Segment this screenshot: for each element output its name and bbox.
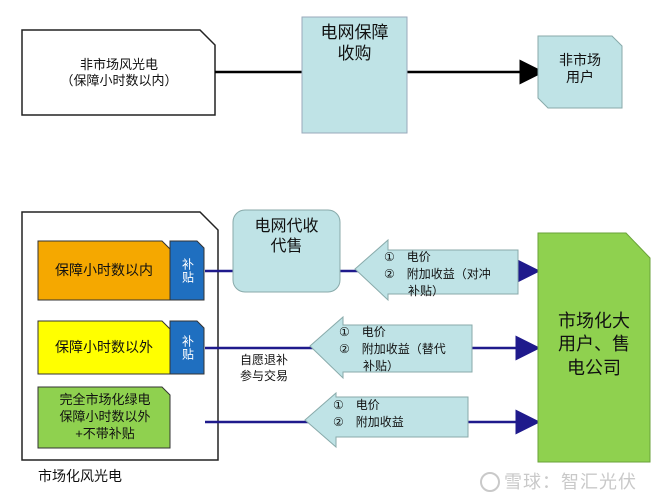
grid-agent-shape <box>232 209 341 293</box>
grid-agent-label: 电网代收 代售 <box>254 218 319 255</box>
source-box: 非市场风光电 （保障小时数以内） <box>24 48 214 98</box>
row2-subsidy-text: 补贴 <box>180 334 195 361</box>
row2-subsidy-label: 补贴 <box>170 323 204 372</box>
callout-1-item-2: ② 附加收益（对冲 <box>384 266 491 281</box>
row2-subsidy-shape <box>169 320 205 375</box>
grid-purchase-shape <box>301 16 408 134</box>
non-market-users-shape <box>537 35 623 109</box>
callout-arrow-1-shape <box>354 238 519 302</box>
callout-1-item-3: 补贴） <box>384 283 445 298</box>
callout-arrow-1-text: ① 电价 ② 附加收益（对冲 补贴） <box>384 249 491 299</box>
source-box-subtitle: （保障小时数以内） <box>60 73 178 88</box>
grid-purchase-label: 电网保障 收购 <box>320 22 389 63</box>
watermark-text: 雪球：智汇光伏 <box>504 472 637 492</box>
market-users-shape <box>537 232 651 463</box>
market-users-label: 市场化大 用户、售 电公司 <box>558 310 630 378</box>
callout-2-item-3: 补贴） <box>339 358 400 373</box>
callout-arrow-2-text: ① 电价 ② 附加收益（替代 补贴） <box>339 324 446 374</box>
row1-subsidy-label: 补贴 <box>170 243 204 298</box>
callout-3-item-1: ① 电价 <box>333 398 380 412</box>
voluntary-note: 自愿退补 参与交易 <box>240 353 289 384</box>
watermark-icon <box>480 472 500 492</box>
callout-2-item-2: ② 附加收益（替代 <box>339 341 446 356</box>
callout-arrow-3-text: ① 电价 ② 附加收益 <box>333 397 404 431</box>
callout-2-item-1: ① 电价 <box>339 325 386 339</box>
row1-subsidy-text: 补贴 <box>180 257 195 284</box>
callout-arrow-3-shape <box>304 391 469 449</box>
watermark: 雪球：智汇光伏 <box>480 468 637 494</box>
callout-1-item-1: ① 电价 <box>384 250 431 264</box>
row3-box-shape <box>37 386 171 449</box>
row1-label: 保障小时数以内 <box>55 261 153 278</box>
callout-3-item-2: ② 附加收益 <box>333 414 404 429</box>
source-box-shape <box>21 29 216 116</box>
row2-label: 保障小时数以外 <box>55 338 153 355</box>
market-container-label: 市场化风光电 <box>38 468 122 484</box>
source-box-title: 非市场风光电 <box>79 56 158 72</box>
non-market-users-label: 非市场 用户 <box>559 51 601 86</box>
row1-subsidy-shape <box>169 240 205 301</box>
row3-label: 完全市场化绿电 保障小时数以外 +不带补贴 <box>59 392 151 441</box>
callout-arrow-2-shape <box>309 315 473 380</box>
